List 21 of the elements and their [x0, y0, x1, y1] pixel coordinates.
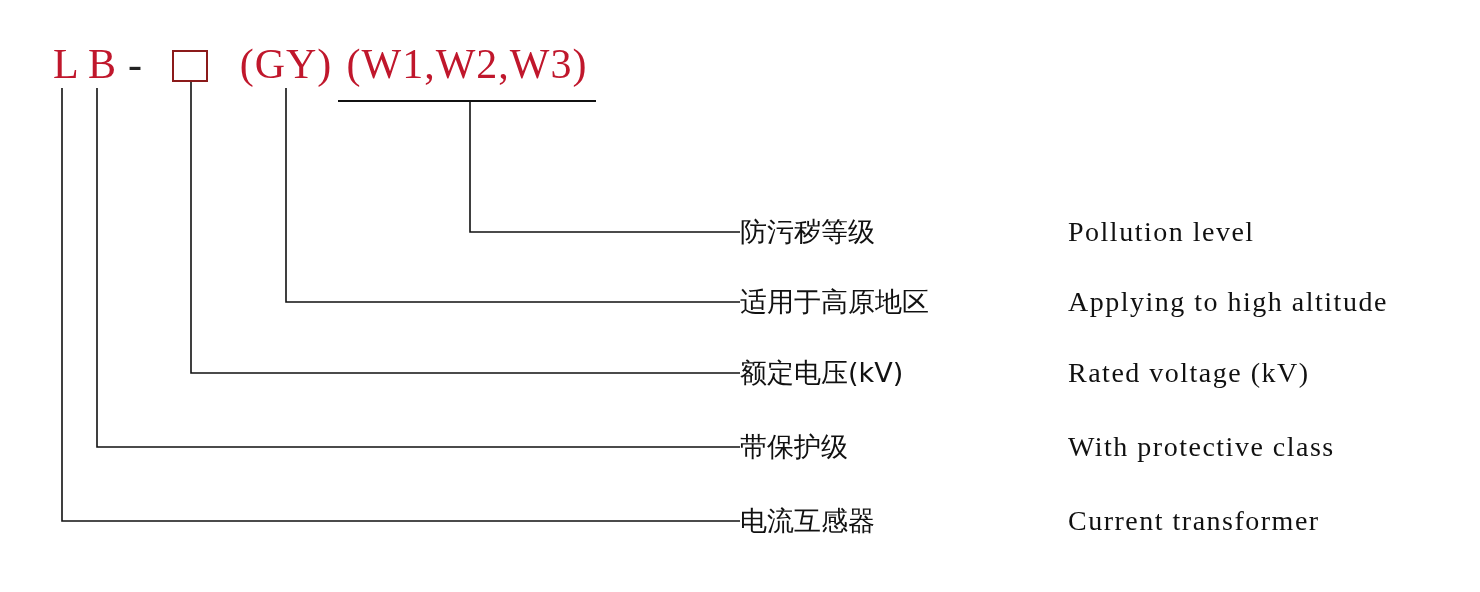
- placeholder-box: [172, 50, 208, 82]
- label-text: 额定电压(kV): [740, 353, 904, 393]
- code-dash: -: [128, 40, 143, 88]
- leader-line: [469, 101, 741, 233]
- label-text: 电流互感器: [740, 501, 875, 541]
- label-text: 适用于高原地区: [740, 282, 929, 322]
- underlined-code-text: (W1,W2,W3): [338, 40, 596, 102]
- translation-text: Applying to high altitude: [1068, 285, 1388, 319]
- translation-text: Current transformer: [1068, 504, 1320, 538]
- translation-text: With protective class: [1068, 430, 1335, 464]
- code-letter: (GY): [234, 40, 338, 88]
- leader-line: [190, 81, 741, 374]
- label-text: 带保护级: [740, 427, 848, 467]
- translation-text: Rated voltage (kV): [1068, 356, 1310, 390]
- label-text: 防污秽等级: [740, 212, 875, 252]
- code-letter: L: [53, 40, 77, 88]
- translation-text: Pollution level: [1068, 215, 1255, 249]
- code-letter: B: [88, 40, 112, 88]
- leader-line: [96, 87, 741, 448]
- leader-line: [285, 87, 741, 303]
- leader-line: [61, 87, 741, 522]
